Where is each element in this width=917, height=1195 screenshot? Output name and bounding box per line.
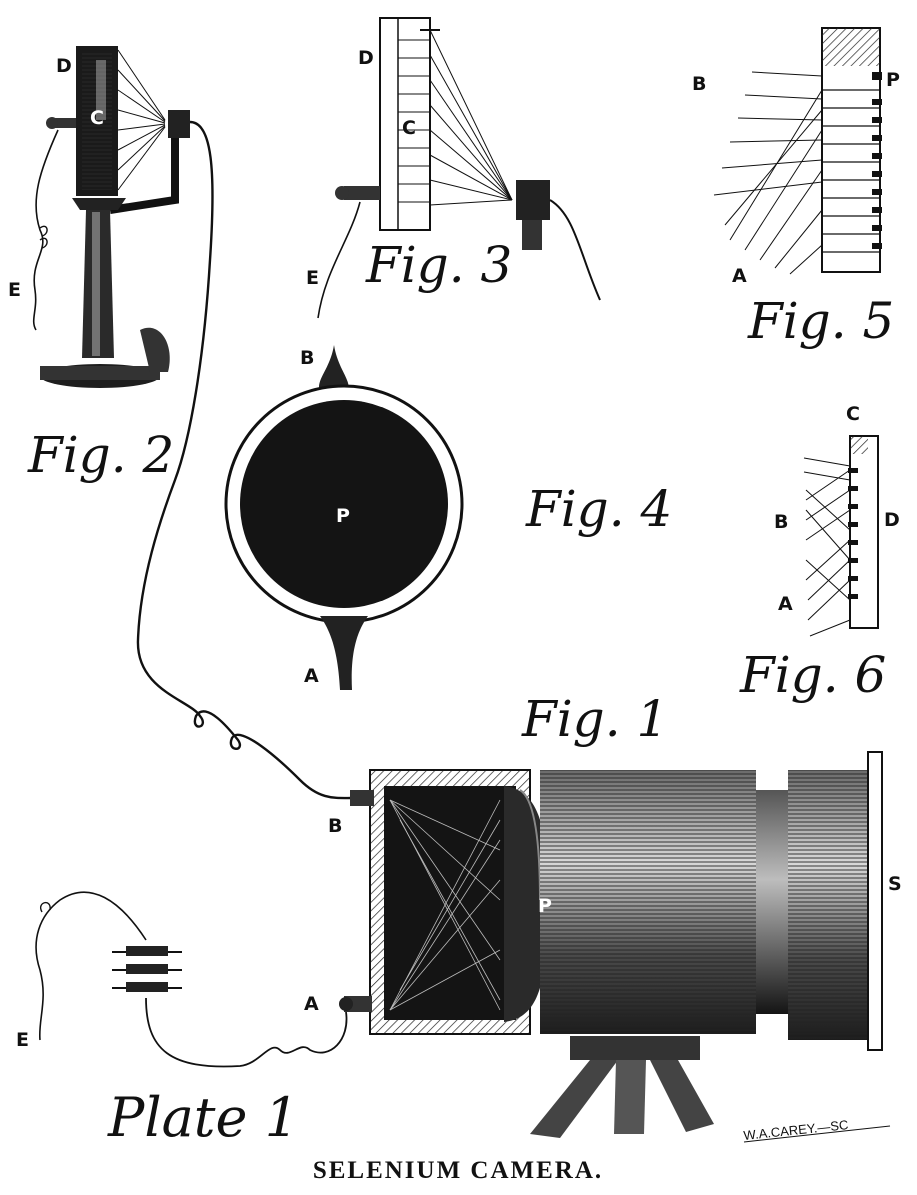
fig3-title: Fig. 3 <box>365 236 512 294</box>
battery <box>35 891 348 1068</box>
fig1-label-b: B <box>328 815 342 837</box>
fig5-rays <box>713 71 823 275</box>
fig4-circular-plate <box>224 345 464 690</box>
fig2-label-d: D <box>56 55 72 77</box>
fig6-rays <box>803 457 851 637</box>
fig1-label-a: A <box>304 993 319 1015</box>
fig4-title: Fig. 4 <box>525 480 672 538</box>
fig6-label-a: A <box>778 593 793 615</box>
fig3-wire-bundle <box>429 29 513 206</box>
fig5-label-b: B <box>692 73 706 95</box>
fig1-title: Fig. 1 <box>521 690 668 748</box>
plate-title: Plate 1 <box>107 1086 299 1149</box>
fig5-label-a: A <box>732 265 747 287</box>
fig6-label-d: D <box>884 509 900 531</box>
fig4-label-p: P <box>336 505 350 527</box>
engraver-signature: W.A.CAREY.—SC <box>743 1117 849 1143</box>
fig6-section <box>803 435 879 637</box>
fig3-label-d: D <box>358 47 374 69</box>
fig2-receiver-stand <box>32 46 190 388</box>
fig1-label-e: E <box>16 1029 29 1051</box>
fig1-internal-wires <box>389 799 501 1011</box>
fig2-title: Fig. 2 <box>27 426 174 484</box>
fig1-camera <box>339 751 883 1138</box>
fig1-label-s: S <box>888 873 902 895</box>
fig6-label-b: B <box>774 511 788 533</box>
connecting-wire <box>136 120 353 800</box>
caption: SELENIUM CAMERA. <box>313 1157 603 1184</box>
fig3-label-c: C <box>402 117 416 139</box>
fig2-wire-bundle <box>117 49 166 191</box>
fig4-label-b: B <box>300 347 314 369</box>
fig2-label-e: E <box>8 279 21 301</box>
fig2-label-c: C <box>90 107 104 129</box>
fig6-title: Fig. 6 <box>739 646 886 704</box>
fig6-label-c: C <box>846 403 860 425</box>
fig5-title: Fig. 5 <box>747 292 894 350</box>
fig3-plate <box>317 17 601 319</box>
fig3-label-e: E <box>306 267 319 289</box>
fig5-label-p: P <box>886 69 900 91</box>
fig5-cell-array <box>713 27 882 275</box>
fig4-label-a: A <box>304 665 319 687</box>
fig1-label-p: P <box>538 895 552 917</box>
